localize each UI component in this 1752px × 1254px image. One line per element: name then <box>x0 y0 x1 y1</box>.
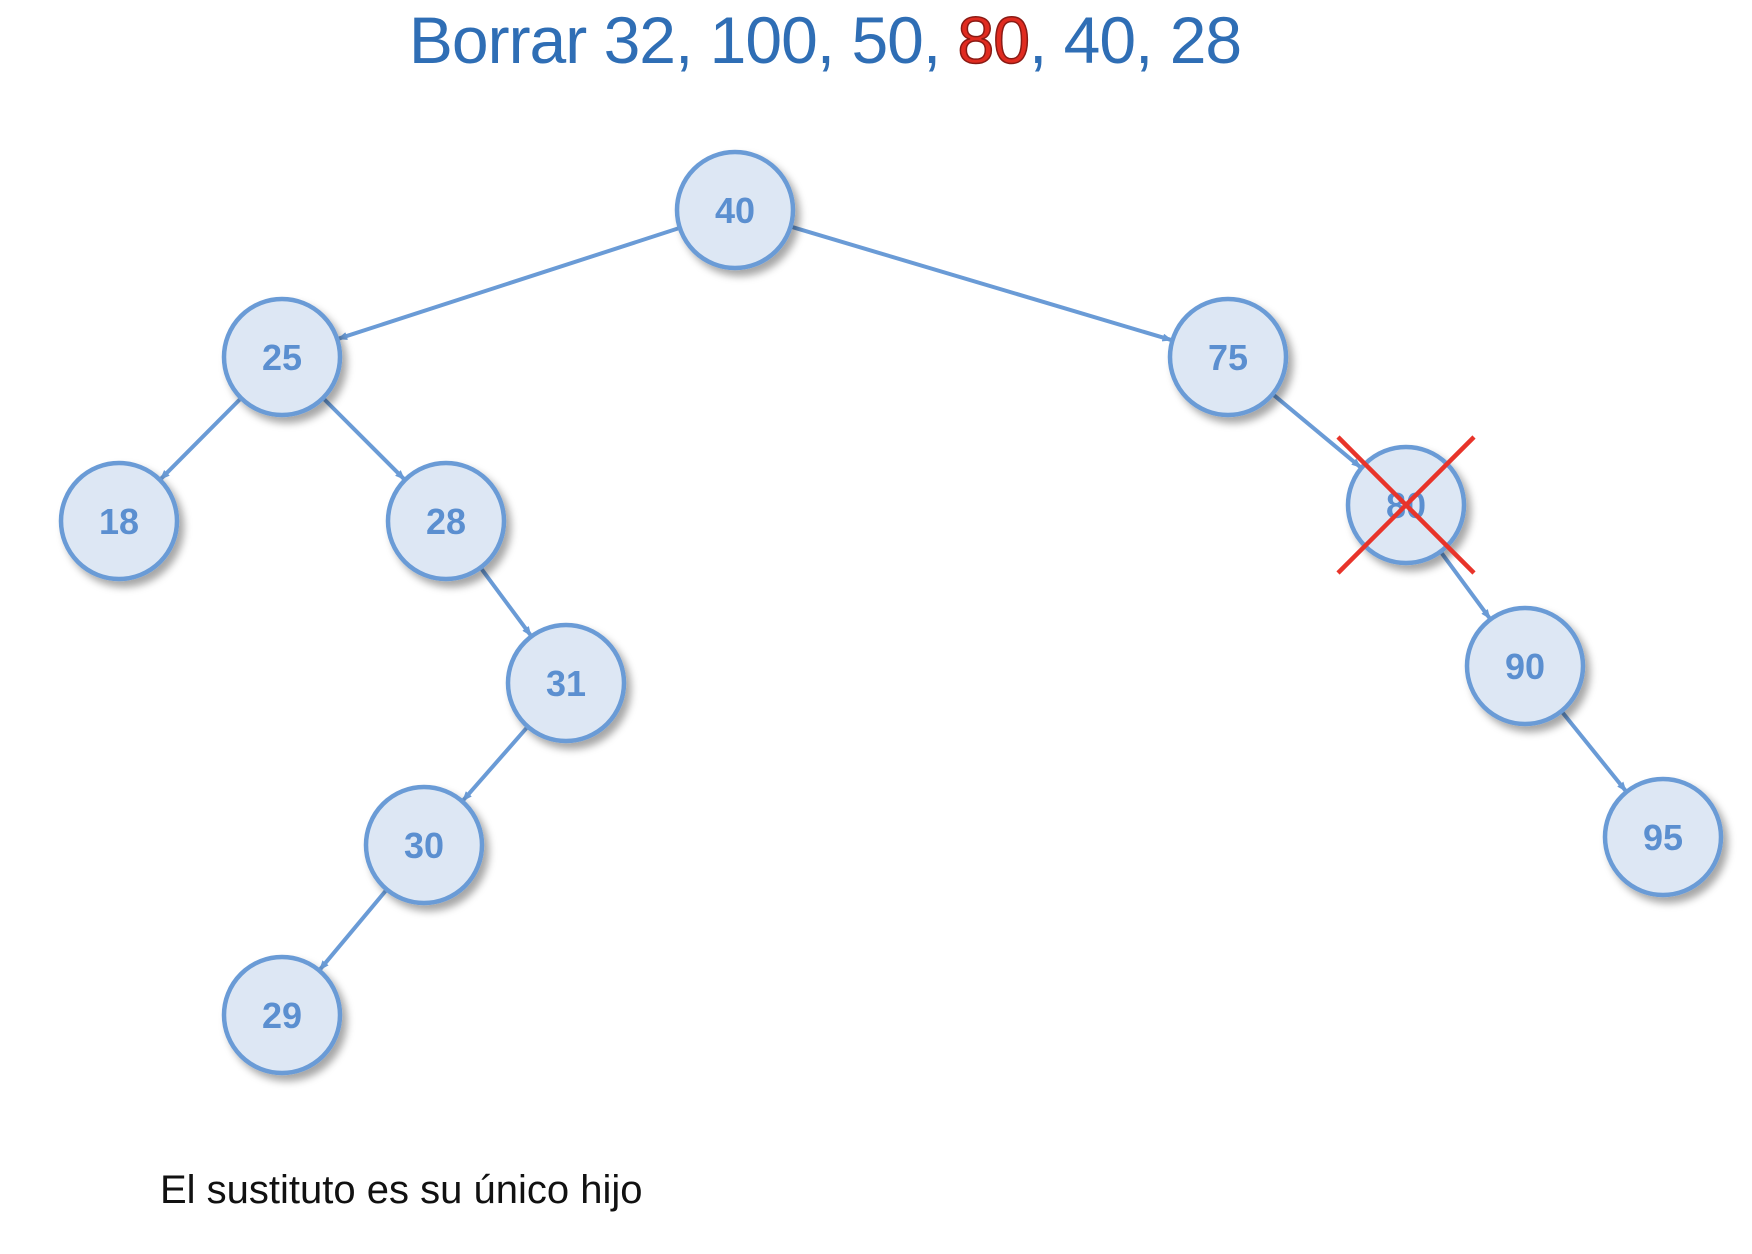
tree-node-95: 95 <box>1602 776 1724 898</box>
node-label: 30 <box>404 825 444 866</box>
title-text: Borrar 32, 100, 50, <box>408 3 958 77</box>
edges-layer <box>159 224 1628 971</box>
node-label: 18 <box>99 501 139 542</box>
edge-90-95 <box>1559 709 1628 793</box>
tree-node-90: 90 <box>1464 605 1586 727</box>
node-circle <box>1464 605 1586 727</box>
node-label: 28 <box>426 501 466 542</box>
node-circle <box>221 954 343 1076</box>
tree-node-75: 75 <box>1167 296 1289 418</box>
tree-node-28: 28 <box>385 460 507 582</box>
edge-30-29 <box>318 888 389 971</box>
node-label: 75 <box>1208 337 1248 378</box>
node-circle <box>505 622 627 744</box>
node-circle <box>385 460 507 582</box>
tree-node-30: 30 <box>363 784 485 906</box>
title-text: , 40, 28 <box>1028 3 1242 77</box>
node-circle <box>1167 296 1289 418</box>
cross-stroke <box>1336 435 1476 575</box>
tree-node-18: 18 <box>58 460 180 582</box>
edge-31-30 <box>461 725 530 802</box>
node-label: 25 <box>262 337 302 378</box>
node-circle <box>1602 776 1724 898</box>
node-circle <box>674 149 796 271</box>
page-title: Borrar 32, 100, 50, 80, 40, 28 <box>0 2 1650 78</box>
edge-40-25 <box>337 225 681 341</box>
node-circle <box>363 784 485 906</box>
node-label: 31 <box>546 663 586 704</box>
nodes-layer: 4025751828803190309529 <box>58 149 1724 1076</box>
title-highlight: 80 <box>957 2 1031 78</box>
delete-cross-icon <box>1336 435 1476 575</box>
tree-node-29: 29 <box>221 954 343 1076</box>
edge-75-80 <box>1271 392 1362 469</box>
node-label: 40 <box>715 190 755 231</box>
node-circle <box>58 460 180 582</box>
edge-28-31 <box>478 566 533 637</box>
edge-25-28 <box>321 396 406 481</box>
edge-40-75 <box>790 224 1173 343</box>
node-circle <box>221 296 343 418</box>
node-label: 29 <box>262 995 302 1036</box>
tree-node-25: 25 <box>221 296 343 418</box>
overlay-layer <box>1336 435 1476 575</box>
tree-node-40: 40 <box>674 149 796 271</box>
edge-80-90 <box>1438 550 1492 620</box>
edge-25-18 <box>159 396 243 481</box>
node-label: 90 <box>1505 646 1545 687</box>
caption: El sustituto es su único hijo <box>160 1168 643 1212</box>
node-label: 95 <box>1643 817 1683 858</box>
tree-node-31: 31 <box>505 622 627 744</box>
